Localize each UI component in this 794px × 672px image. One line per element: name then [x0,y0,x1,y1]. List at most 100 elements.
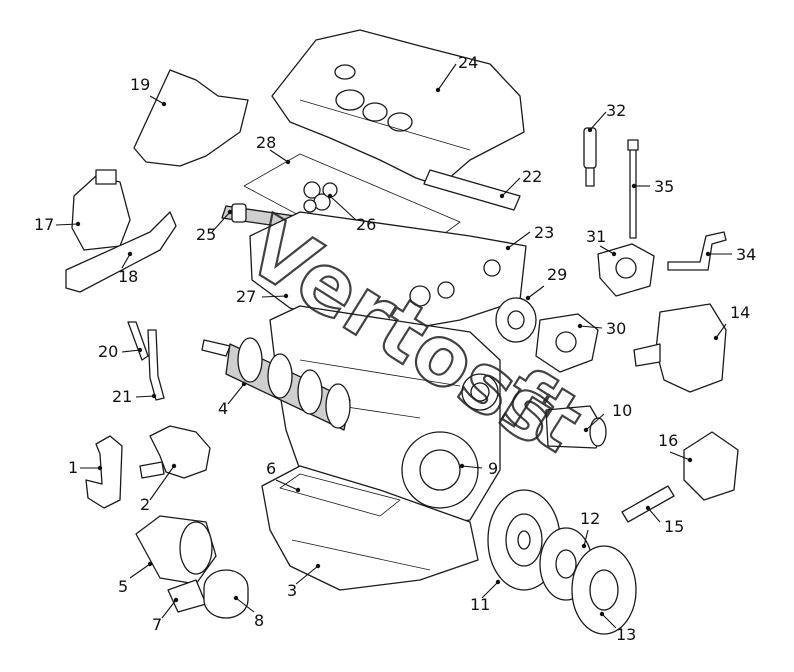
part-label-29: 29 [547,265,567,284]
leader-line-32 [589,111,607,131]
leader-line-25 [211,211,231,233]
leader-line-26 [329,195,357,221]
leader-dot-19 [161,101,167,107]
water-pump [535,313,599,373]
part-label-32: 32 [606,101,626,120]
leader-dot-23 [505,245,511,251]
leader-dot-5 [147,561,153,567]
leader-dot-27 [283,293,289,299]
pressure-plate [571,545,637,635]
pipe-34 [667,231,727,271]
engine-mount-17 [71,169,131,251]
leader-dot-22 [499,193,505,199]
leader-dot-21 [151,393,157,399]
vacuum-pump [495,297,537,343]
dipstick-tube-20 [127,321,149,361]
part-label-17: 17 [34,215,54,234]
leader-line-20 [121,349,141,353]
leader-dot-26 [327,193,333,199]
leader-line-8 [235,597,255,613]
part-label-10: 10 [612,401,632,420]
leader-dot-6 [295,487,301,493]
part-label-23: 23 [534,223,554,242]
part-label-34: 34 [736,245,756,264]
leader-dot-17 [75,221,81,227]
leader-dot-20 [137,347,143,353]
leader-line-24 [437,63,457,91]
leader-line-17 [55,223,79,226]
part-label-20: 20 [98,342,118,361]
part-label-35: 35 [654,177,674,196]
part-label-5: 5 [118,577,128,596]
leader-line-21 [135,395,155,398]
leader-dot-14 [713,335,719,341]
leader-line-9 [461,465,483,469]
leader-dot-13 [599,611,605,617]
part-label-1: 1 [68,458,78,477]
crankshaft [201,337,351,431]
heat-shield-19 [133,69,249,167]
part-label-18: 18 [118,267,138,286]
leader-line-15 [647,507,661,523]
leader-dot-2 [171,463,177,469]
part-label-25: 25 [196,225,216,244]
leader-dot-31 [611,251,617,257]
bracket-1 [85,435,123,509]
leader-line-18 [121,253,131,269]
part-label-30: 30 [606,319,626,338]
leader-line-3 [295,565,319,585]
part-label-15: 15 [664,517,684,536]
torque-arm-18 [65,211,177,293]
leader-line-5 [129,563,151,579]
leader-dot-3 [315,563,321,569]
oil-dipstick-35 [627,139,639,239]
part-label-22: 22 [522,167,542,186]
leader-dot-28 [285,159,291,165]
leader-dot-34 [705,251,711,257]
leader-line-30 [579,325,603,329]
part-label-8: 8 [254,611,264,630]
leader-line-10 [585,413,605,431]
fuel-pump [597,243,655,297]
mount-bracket-15 [621,485,675,523]
part-label-7: 7 [152,615,162,634]
leader-dot-9 [459,463,465,469]
engine-mount-16 [683,431,739,501]
thermostat-housing-2 [139,425,211,479]
leader-line-14 [715,323,727,339]
leader-line-16 [669,451,691,461]
part-label-11: 11 [470,595,490,614]
leader-line-31 [599,245,615,255]
part-label-9: 9 [488,459,498,478]
cylinder-head-cover [271,29,525,187]
part-label-27: 27 [236,287,256,306]
part-label-13: 13 [616,625,636,644]
leader-dot-16 [687,457,693,463]
leader-dot-32 [587,127,593,133]
leader-line-13 [601,613,617,629]
part-label-31: 31 [586,227,606,246]
leader-line-28 [269,149,289,163]
leader-dot-10 [583,427,589,433]
leader-line-4 [227,383,245,405]
leader-dot-7 [173,597,179,603]
leader-dot-18 [127,251,133,257]
leader-dot-4 [241,381,247,387]
leader-dot-8 [233,595,239,601]
part-label-21: 21 [112,387,132,406]
part-label-4: 4 [218,399,228,418]
cylinder-head [249,211,527,335]
filter-cap-8 [203,569,249,619]
part-label-12: 12 [580,509,600,528]
injector-32 [583,127,597,187]
leader-dot-30 [577,323,583,329]
leader-line-2 [149,465,175,501]
leader-dot-29 [525,295,531,301]
cover-strip [423,169,521,211]
oil-filter-housing-5 [135,515,217,585]
part-label-3: 3 [287,581,297,600]
leader-dot-24 [435,87,441,93]
leader-line-12 [583,529,589,547]
starter-motor [545,405,607,449]
